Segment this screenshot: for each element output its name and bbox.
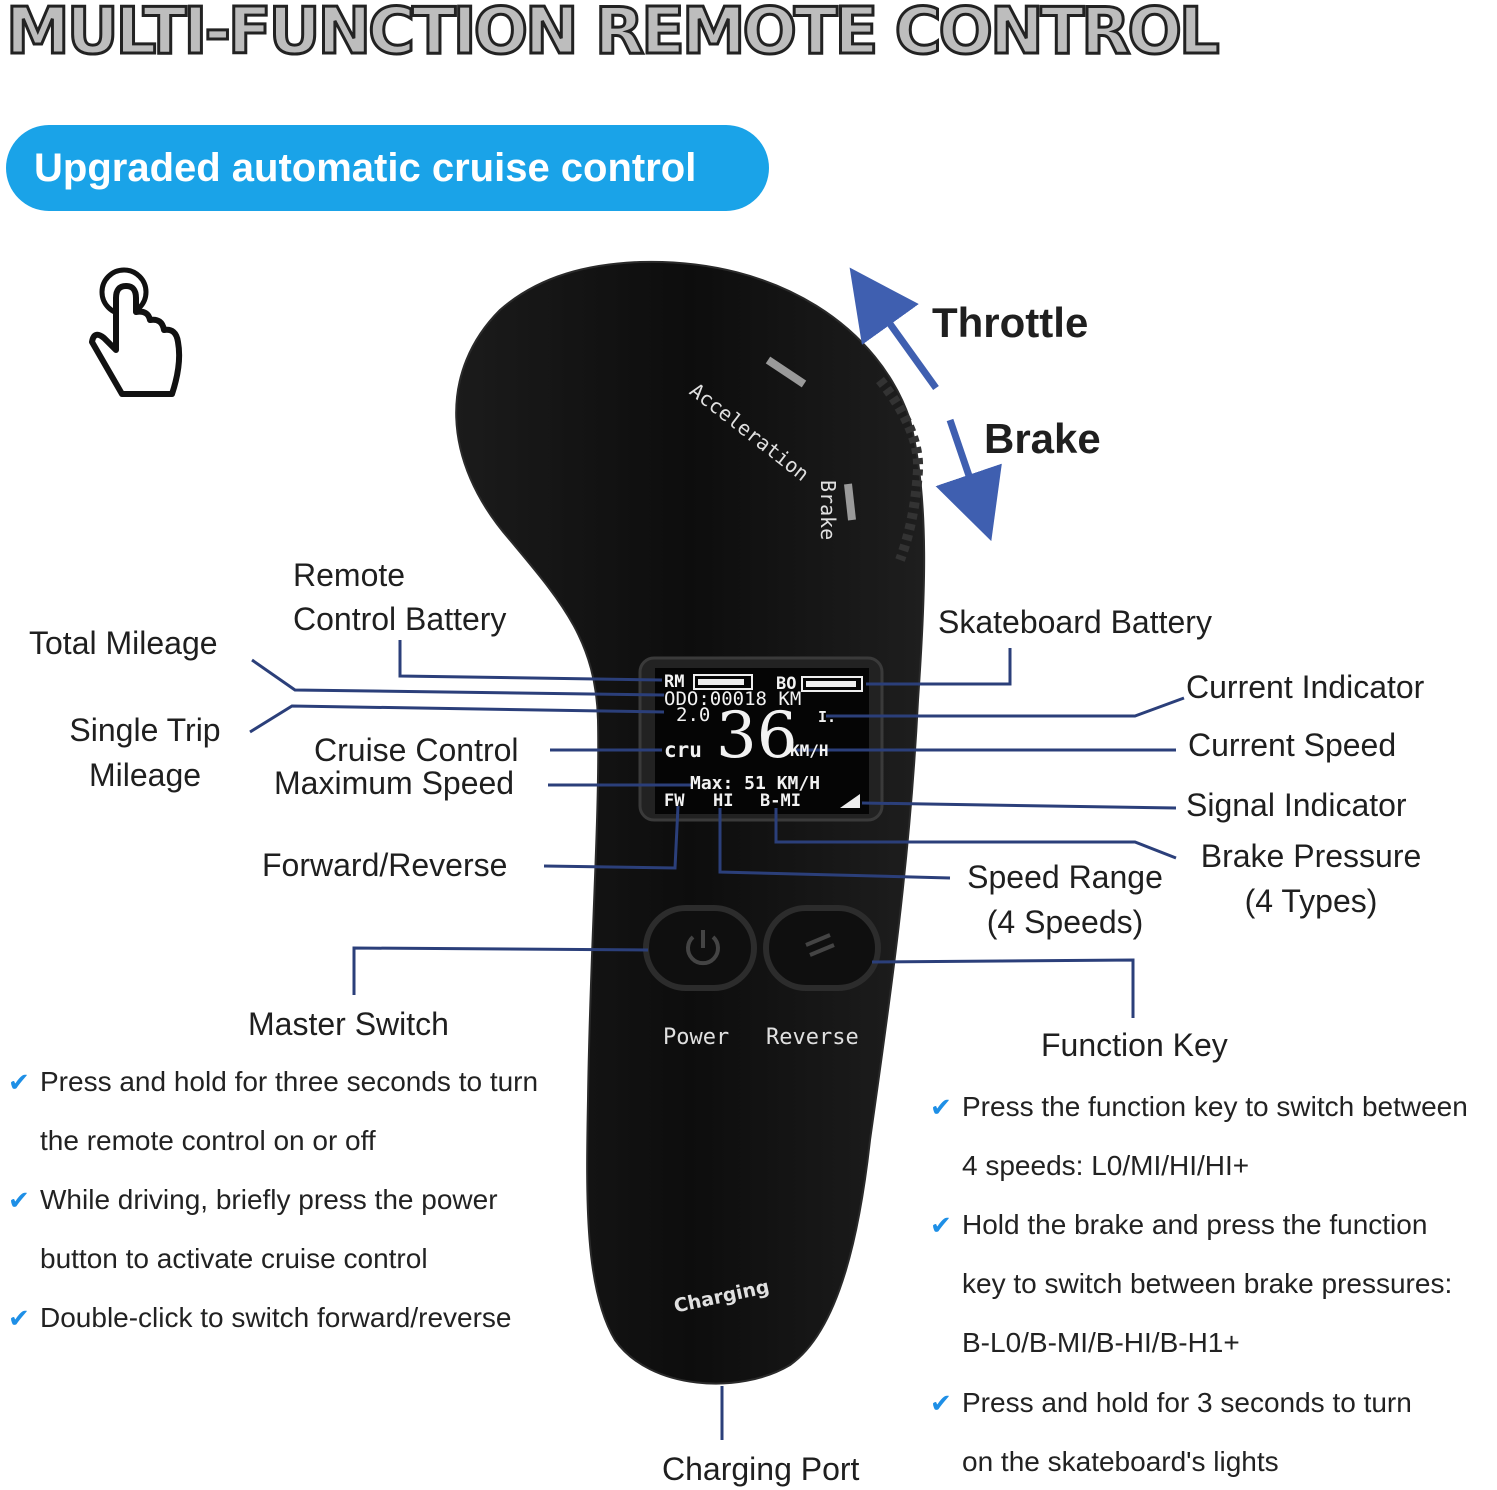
function-note-5: B-L0/B-MI/B-HI/B-H1+	[962, 1327, 1240, 1358]
brake-pressure-label-2: (4 Types)	[1244, 883, 1378, 919]
page-title: MULTI-FUNCTION REMOTE CONTROL	[5, 0, 1222, 71]
function-key-label: Function Key	[1041, 1027, 1228, 1063]
function-note-3: Hold the brake and press the function	[962, 1209, 1428, 1240]
single-trip-label-1: Single Trip	[69, 712, 221, 748]
touch-hand-icon	[89, 267, 183, 397]
screen-rm: RM	[664, 672, 685, 692]
power-icon	[686, 930, 720, 966]
skateboard-battery-label: Skateboard Battery	[938, 604, 1212, 640]
maximum-speed-label: Maximum Speed	[274, 765, 515, 801]
function-note-4: key to switch between brake pressures:	[962, 1268, 1453, 1299]
cruise-control-banner: Upgraded automatic cruise control	[6, 125, 769, 211]
function-note-2: 4 speeds: L0/MI/HI/HI+	[962, 1150, 1250, 1181]
screen-current: I.	[818, 708, 837, 726]
power-text: Power	[663, 1025, 730, 1050]
reverse-text: Reverse	[766, 1025, 859, 1050]
function-note-1: Press the function key to switch between	[962, 1091, 1468, 1122]
master-note-5: Double-click to switch forward/reverse	[40, 1302, 512, 1333]
signal-indicator-label: Signal Indicator	[1186, 787, 1407, 823]
throttle-label: Throttle	[932, 299, 1089, 346]
master-note-4: button to activate cruise control	[40, 1243, 428, 1274]
screen-trip: 2.0	[676, 704, 711, 726]
reverse-icon	[805, 933, 835, 957]
charging-port-label: Charging Port	[662, 1451, 860, 1487]
power-button	[643, 905, 757, 991]
check-icon: ✔	[8, 1185, 30, 1215]
brake-label: Brake	[984, 415, 1101, 462]
remote-battery-label-2: Control Battery	[293, 601, 507, 637]
single-trip-label-2: Mileage	[88, 757, 202, 793]
screen-fw: FW	[664, 791, 685, 811]
remote-battery-label-1: Remote	[293, 557, 406, 593]
master-note-1: Press and hold for three seconds to turn	[40, 1066, 539, 1097]
screen-odo: ODO:00018 KM	[664, 688, 802, 710]
check-icon: ✔	[930, 1092, 952, 1122]
cruise-control-label: Cruise Control	[314, 732, 519, 768]
screen-bmi: B-MI	[760, 791, 801, 811]
current-speed-label: Current Speed	[1188, 727, 1397, 763]
check-icon: ✔	[930, 1210, 952, 1240]
screen-bo: BO	[776, 674, 797, 694]
screen-speed: 36	[716, 699, 798, 773]
master-switch-label: Master Switch	[248, 1006, 449, 1042]
master-note-2: the remote control on or off	[40, 1125, 376, 1156]
screen-speed-unit: KM/H	[790, 741, 829, 760]
function-note-7: on the skateboard's lights	[962, 1446, 1279, 1477]
screen-cruise: cru	[664, 738, 702, 762]
check-icon: ✔	[8, 1303, 30, 1333]
brake-body-text: Brake	[816, 480, 840, 541]
screen-hi: HI	[713, 791, 734, 811]
current-indicator-label: Current Indicator	[1186, 669, 1425, 705]
check-icon: ✔	[930, 1388, 952, 1418]
remote-body	[455, 260, 926, 1385]
speed-range-label-2: (4 Speeds)	[986, 904, 1144, 940]
forward-reverse-label: Forward/Reverse	[262, 847, 508, 883]
brake-pressure-label-1: Brake Pressure	[1200, 838, 1422, 874]
screen-max: Max: 51 KM/H	[690, 773, 821, 794]
total-mileage-label: Total Mileage	[29, 625, 218, 661]
function-note-6: Press and hold for 3 seconds to turn	[962, 1387, 1412, 1418]
master-note-3: While driving, briefly press the power	[40, 1184, 498, 1215]
speed-range-label-1: Speed Range	[967, 859, 1163, 895]
check-icon: ✔	[8, 1067, 30, 1097]
